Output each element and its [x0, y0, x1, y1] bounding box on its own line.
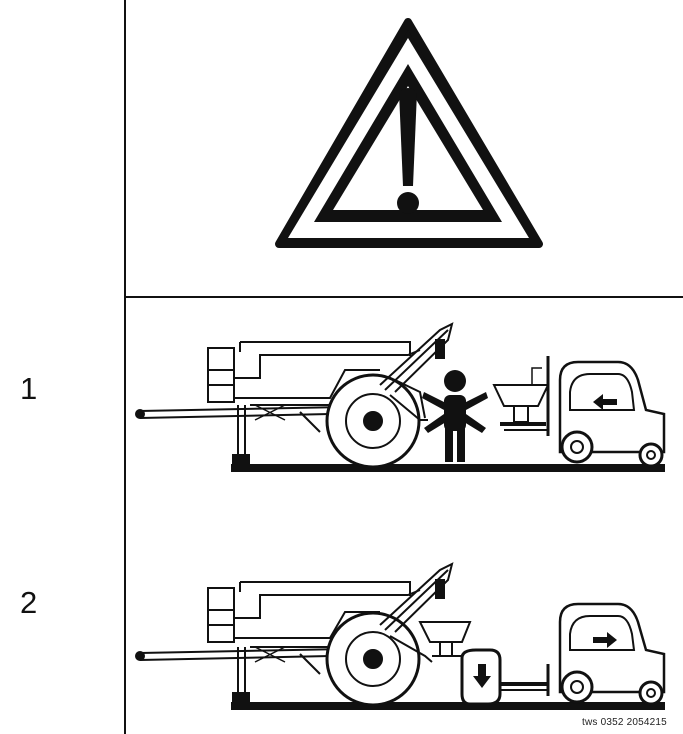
step-number-2: 2 [20, 585, 38, 620]
arrow-left-icon [593, 394, 617, 410]
reference-code: tws 0352 2054215 [582, 717, 667, 728]
step-number-1: 1 [20, 371, 38, 406]
left-border [124, 0, 126, 734]
arrow-right-icon [593, 632, 617, 648]
person-icon [422, 370, 488, 462]
arrow-down-icon [473, 664, 491, 688]
section-divider [125, 296, 683, 298]
